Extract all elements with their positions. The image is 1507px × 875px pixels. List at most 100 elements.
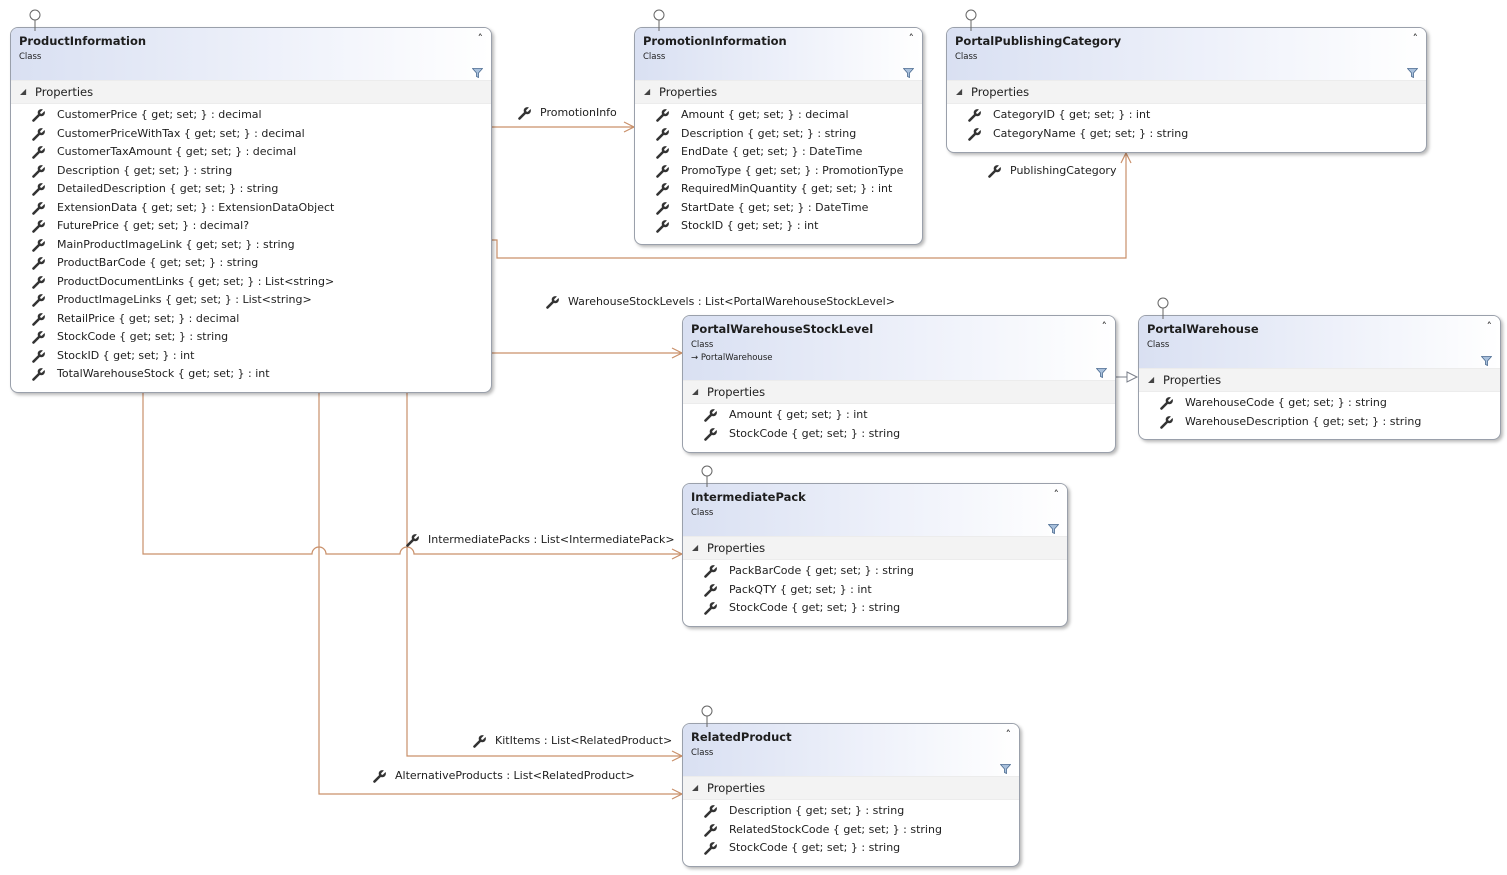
wrench-icon: [32, 274, 46, 289]
property-member[interactable]: Amount { get; set; } : decimal: [635, 106, 922, 125]
property-member[interactable]: TotalWarehouseStock { get; set; } : int: [11, 365, 491, 384]
properties-compartment[interactable]: ◢ Properties: [683, 776, 1019, 800]
class-promotion-information[interactable]: PromotionInformation Class ˄︎ ◢ Properti…: [634, 27, 923, 245]
property-member[interactable]: PackBarCode { get; set; } : string: [683, 562, 1067, 581]
property-member[interactable]: StartDate { get; set; } : DateTime: [635, 199, 922, 218]
property-member[interactable]: StockCode { get; set; } : string: [683, 425, 1115, 444]
property-signature: ProductBarCode { get; set; } : string: [57, 256, 259, 269]
property-member[interactable]: CustomerPrice { get; set; } : decimal: [11, 106, 491, 125]
property-member[interactable]: RequiredMinQuantity { get; set; } : int: [635, 180, 922, 199]
filter-icon[interactable]: [472, 68, 483, 78]
class-intermediate-pack[interactable]: IntermediatePack Class ˄︎ ◢ Properties P…: [682, 483, 1068, 627]
wrench-icon: [32, 108, 46, 122]
filter-icon[interactable]: [1096, 368, 1107, 378]
class-related-product[interactable]: RelatedProduct Class ˄︎ ◢ Properties Des…: [682, 723, 1020, 867]
property-member[interactable]: StockCode { get; set; } : string: [683, 839, 1019, 858]
property-member[interactable]: WarehouseDescription { get; set; } : str…: [1139, 413, 1500, 432]
wrench-icon: [32, 330, 46, 344]
property-signature: Description { get; set; } : string: [729, 804, 905, 817]
class-portal-warehouse-stock-level[interactable]: PortalWarehouseStockLevel Class → Portal…: [682, 315, 1116, 453]
compartment-label: Properties: [707, 541, 766, 555]
property-member[interactable]: CategoryID { get; set; } : int: [947, 106, 1426, 125]
property-member[interactable]: StockID { get; set; } : int: [11, 347, 491, 366]
property-member[interactable]: ExtensionData { get; set; } : ExtensionD…: [11, 199, 491, 218]
class-product-information[interactable]: ProductInformation Class ˄︎ ◢ Properties…: [10, 27, 492, 393]
property-member[interactable]: DetailedDescription { get; set; } : stri…: [11, 180, 491, 199]
filter-icon[interactable]: [1048, 524, 1059, 534]
class-header[interactable]: IntermediatePack Class ˄︎: [683, 484, 1067, 536]
properties-compartment[interactable]: ◢ Properties: [683, 536, 1067, 560]
property-member[interactable]: StockCode { get; set; } : string: [683, 599, 1067, 618]
properties-compartment[interactable]: ◢ Properties: [635, 80, 922, 104]
property-member[interactable]: WarehouseCode { get; set; } : string: [1139, 394, 1500, 413]
property-member[interactable]: Description { get; set; } : string: [635, 125, 922, 144]
chevron-double-up-icon[interactable]: ˄︎: [1486, 320, 1493, 333]
wrench-icon: [704, 408, 718, 422]
properties-compartment[interactable]: ◢ Properties: [1139, 368, 1500, 392]
line-alternative-products: [318, 392, 682, 795]
lollipop-icon: [701, 465, 713, 487]
property-member[interactable]: Description { get; set; } : string: [11, 162, 491, 181]
property-member[interactable]: PromoType { get; set; } : PromotionType: [635, 162, 922, 181]
property-member[interactable]: CategoryName { get; set; } : string: [947, 125, 1426, 144]
properties-compartment[interactable]: ◢ Properties: [947, 80, 1426, 104]
property-member[interactable]: Amount { get; set; } : int: [683, 406, 1115, 425]
property-member[interactable]: StockID { get; set; } : int: [635, 217, 922, 236]
lollipop-icon: [701, 705, 713, 727]
property-signature: Amount { get; set; } : int: [729, 408, 868, 421]
property-member[interactable]: PackQTY { get; set; } : int: [683, 581, 1067, 600]
property-member[interactable]: ProductDocumentLinks { get; set; } : Lis…: [11, 273, 491, 292]
class-portal-publishing-category[interactable]: PortalPublishingCategory Class ˄︎ ◢ Prop…: [946, 27, 1427, 153]
chevron-double-up-icon[interactable]: ˄︎: [1412, 32, 1419, 45]
collapse-triangle-icon[interactable]: ◢: [1148, 375, 1155, 384]
filter-icon[interactable]: [1000, 764, 1011, 774]
class-header[interactable]: ProductInformation Class ˄︎: [11, 28, 491, 80]
wrench-icon: [32, 311, 46, 326]
chevron-double-up-icon[interactable]: ˄︎: [908, 32, 915, 45]
property-signature: Amount { get; set; } : decimal: [681, 108, 849, 121]
class-header[interactable]: PromotionInformation Class ˄︎: [635, 28, 922, 80]
filter-icon[interactable]: [1481, 356, 1492, 366]
wrench-icon: [704, 822, 718, 837]
class-portal-warehouse[interactable]: PortalWarehouse Class ˄︎ ◢ Properties Wa…: [1138, 315, 1501, 440]
property-member[interactable]: CustomerTaxAmount { get; set; } : decima…: [11, 143, 491, 162]
property-member[interactable]: EndDate { get; set; } : DateTime: [635, 143, 922, 162]
class-kind: Class: [691, 340, 714, 350]
properties-compartment[interactable]: ◢ Properties: [11, 80, 491, 104]
class-header[interactable]: PortalWarehouseStockLevel Class → Portal…: [683, 316, 1115, 380]
chevron-double-up-icon[interactable]: ˄︎: [1005, 728, 1012, 741]
properties-compartment[interactable]: ◢ Properties: [683, 380, 1115, 404]
lollipop-icon: [653, 9, 665, 31]
chevron-double-up-icon[interactable]: ˄︎: [1101, 320, 1108, 333]
property-member[interactable]: ProductBarCode { get; set; } : string: [11, 254, 491, 273]
chevron-double-up-icon[interactable]: ˄︎: [477, 32, 484, 45]
collapse-triangle-icon[interactable]: ◢: [644, 87, 651, 96]
collapse-triangle-icon[interactable]: ◢: [692, 387, 699, 396]
class-kind: Class: [691, 508, 714, 518]
arrow-publishing-category: [1120, 151, 1132, 164]
class-header[interactable]: PortalWarehouse Class ˄︎: [1139, 316, 1500, 368]
collapse-triangle-icon[interactable]: ◢: [956, 87, 963, 96]
property-member[interactable]: StockCode { get; set; } : string: [11, 328, 491, 347]
property-signature: WarehouseCode { get; set; } : string: [1185, 396, 1387, 409]
wrench-icon: [32, 237, 46, 252]
property-member[interactable]: FuturePrice { get; set; } : decimal?: [11, 217, 491, 236]
filter-icon[interactable]: [903, 68, 914, 78]
property-member[interactable]: RetailPrice { get; set; } : decimal: [11, 310, 491, 329]
property-member[interactable]: RelatedStockCode { get; set; } : string: [683, 821, 1019, 840]
class-header[interactable]: PortalPublishingCategory Class ˄︎: [947, 28, 1426, 80]
filter-icon[interactable]: [1407, 68, 1418, 78]
chevron-double-up-icon[interactable]: ˄︎: [1053, 488, 1060, 501]
collapse-triangle-icon[interactable]: ◢: [692, 543, 699, 552]
property-member[interactable]: CustomerPriceWithTax { get; set; } : dec…: [11, 125, 491, 144]
property-member[interactable]: MainProductImageLink { get; set; } : str…: [11, 236, 491, 255]
lollipop-icon: [1157, 297, 1169, 319]
property-member[interactable]: Description { get; set; } : string: [683, 802, 1019, 821]
property-member[interactable]: ProductImageLinks { get; set; } : List<s…: [11, 291, 491, 310]
collapse-triangle-icon[interactable]: ◢: [20, 87, 27, 96]
collapse-triangle-icon[interactable]: ◢: [692, 783, 699, 792]
class-header[interactable]: RelatedProduct Class ˄︎: [683, 724, 1019, 776]
wrench-icon: [546, 295, 560, 309]
